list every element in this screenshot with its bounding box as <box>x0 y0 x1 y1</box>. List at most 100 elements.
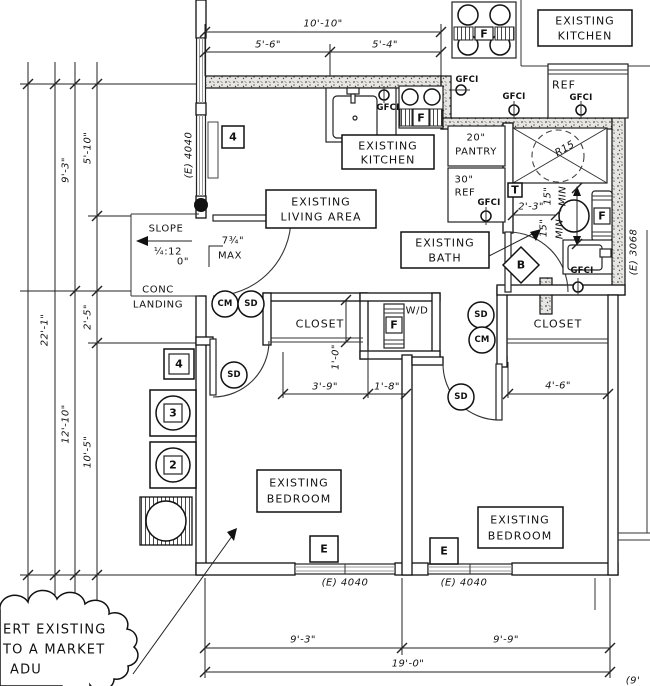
ref-label: REF <box>552 79 576 92</box>
wd-bottom-wall <box>359 350 441 360</box>
b-bubble-tag: B <box>517 259 525 272</box>
gfci-label: GFCI <box>503 92 526 102</box>
living-label-1: EXISTING <box>291 196 350 209</box>
sd-detector-label: SD <box>227 370 241 380</box>
closet1-top-wall <box>262 292 368 302</box>
dim-bot-b: 9'-9" <box>493 635 519 646</box>
dim-tick <box>91 337 103 349</box>
dim-tick <box>435 46 447 58</box>
dim-clearance-b: 15" <box>539 219 550 238</box>
revision-cloud: ERT EXISTING TO A MARKET ADU <box>0 528 237 686</box>
bedroom2-window <box>427 563 513 575</box>
conc-label-1: CONC <box>142 285 174 296</box>
kitchen-tr-label-2: KITCHEN <box>558 30 613 43</box>
bath-label-2: BATH <box>428 252 461 265</box>
dim-tick <box>69 285 81 297</box>
dim-closet-a: 3'-9" <box>312 382 338 393</box>
dim-tick <box>199 666 211 678</box>
slope-annotation: SLOPE ¼:12 0" 7¾" MAX <box>136 224 244 268</box>
dim-tick <box>49 569 61 581</box>
keynote-4: 4 <box>175 358 183 371</box>
dim-clearance-a: 15" <box>543 187 554 206</box>
dim-tick <box>396 642 408 654</box>
ref30-size: 30" <box>454 175 473 186</box>
wd-fan-label: F <box>390 319 398 332</box>
ref30-label: REF <box>455 188 476 199</box>
dim-top-a: 5'-6" <box>255 40 281 51</box>
bedroom-right-label-2: BEDROOM <box>488 530 552 543</box>
egress-tag: E <box>440 545 448 558</box>
dim-tick <box>91 285 103 297</box>
closet2-left-wall <box>496 286 508 368</box>
detectors: CM SD SD SD CM SD <box>211 290 496 411</box>
closet2-right-wall <box>607 294 619 576</box>
opening-tags: (E) 4040 (E) 4040 (E) 4040 (E) 3068 (9' <box>184 132 641 686</box>
closet1-left-wall <box>262 292 272 346</box>
kitchen-tr-label-1: EXISTING <box>555 15 614 28</box>
dim-left-overall: 22'-1" <box>40 314 51 346</box>
gfci-corner: GFCI <box>451 75 479 96</box>
cloud-line-2: TO A MARKET <box>2 643 105 658</box>
bedroom1-door <box>209 338 270 398</box>
zero-height-label: 0" <box>177 257 189 268</box>
living-label-2: LIVING AREA <box>280 211 361 224</box>
dim-left-a: 9'-3" <box>61 157 72 183</box>
dim-tick <box>340 336 352 348</box>
door-tag-right: (E) 3068 <box>629 229 640 276</box>
dim-tick <box>22 569 34 581</box>
gfci-label: GFCI <box>570 93 593 103</box>
dim-left-d: 12'-10" <box>61 404 72 443</box>
dim-tick <box>571 238 583 250</box>
shower: R15 <box>512 127 608 184</box>
dim-tick <box>502 388 514 400</box>
cm-detector-label: CM <box>474 335 489 345</box>
closet-right-label: CLOSET <box>534 318 583 331</box>
gfci-label: GFCI <box>571 266 594 276</box>
toilet: F <box>558 190 613 242</box>
wall-point-marker <box>194 198 208 212</box>
window-tag-left: (E) 4040 <box>184 132 195 179</box>
dim-tick <box>604 642 616 654</box>
dim-tick <box>91 210 103 222</box>
dim-top-b: 5'-4" <box>372 40 398 51</box>
dim-tick <box>604 666 616 678</box>
thermostat-tag: T <box>511 184 519 197</box>
upper-range-fan-label: F <box>480 28 488 41</box>
wall-stub-bath <box>539 277 553 315</box>
interior-walls <box>195 0 626 576</box>
wd-right-wall <box>431 292 441 360</box>
dim-left-c: 2'-5" <box>83 304 94 330</box>
dim-tick <box>571 182 583 194</box>
gfci-label: GFCI <box>478 198 501 208</box>
dim-tick <box>69 78 81 90</box>
keynotes: 4 4 3 2 E E T B <box>149 125 541 565</box>
egress-tag: E <box>320 543 328 556</box>
cloud-line-1: ERT EXISTING <box>3 623 107 638</box>
dim-tick <box>602 388 614 400</box>
closet-left-label: CLOSET <box>296 318 345 331</box>
dim-tick <box>507 209 519 221</box>
wall-bottom-c <box>511 562 619 576</box>
dim-bot-overall: 19'-0" <box>392 659 424 670</box>
wall-right-bath <box>611 117 626 296</box>
bath-label-1: EXISTING <box>415 237 474 250</box>
dim-bath-a: 2'-3" <box>518 202 544 213</box>
kitchen-mid-label-1: EXISTING <box>358 140 417 153</box>
gfci-counter-1: GFCI <box>503 92 526 119</box>
washer-dryer: F W/D <box>383 303 428 349</box>
dim-tick <box>362 388 374 400</box>
dim-tick <box>199 26 211 38</box>
conc-label-2: LANDING <box>133 300 183 311</box>
concrete-landing <box>130 213 199 297</box>
gfci-label: GFCI <box>456 75 479 85</box>
dim-tick <box>340 294 352 306</box>
partial-corner-tag: (9' <box>626 676 641 686</box>
bath-bottom-wall <box>496 284 626 296</box>
wd-left-wall <box>359 292 369 360</box>
dim-tick <box>69 569 81 581</box>
upper-refrigerator: REF <box>547 63 629 119</box>
threshold-height: 7¾" <box>222 236 244 247</box>
keynote-2: 2 <box>169 459 177 472</box>
upper-range: F <box>451 1 517 59</box>
bath-fan-label: F <box>598 210 606 223</box>
